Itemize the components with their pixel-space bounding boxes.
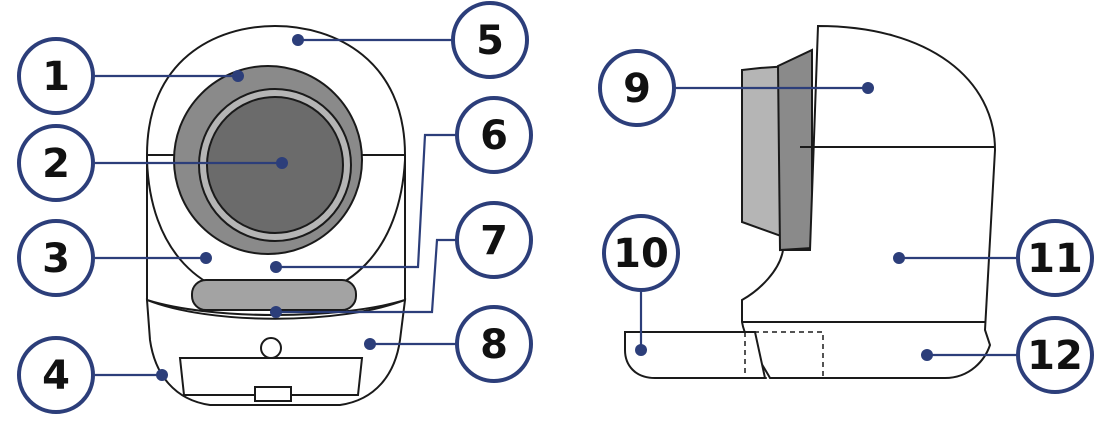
callout-4-label: 4	[42, 353, 70, 399]
callout-1-label: 1	[42, 54, 70, 100]
callout-3-label: 3	[42, 236, 70, 282]
dot-4	[156, 369, 168, 381]
dot-1	[232, 70, 244, 82]
front-slot	[191, 279, 357, 311]
callout-6: 6	[455, 96, 533, 174]
dot-9	[862, 82, 874, 94]
callout-3-circle	[17, 219, 95, 297]
callout-4-circle	[17, 336, 95, 414]
callout-12-circle	[1016, 316, 1094, 394]
callout-1-circle	[17, 37, 95, 115]
callout-10: 10	[602, 214, 680, 292]
callout-7-circle	[455, 201, 533, 279]
callout-12-label: 12	[1027, 333, 1083, 379]
side-drawer-hidden	[744, 331, 824, 379]
dot-3	[200, 252, 212, 264]
callout-9: 9	[598, 49, 676, 127]
callout-8: 8	[455, 305, 533, 383]
leader-6	[276, 133, 456, 269]
callout-5-label: 5	[476, 18, 504, 64]
front-drawer-handle	[254, 386, 292, 402]
callout-6-label: 6	[480, 113, 508, 159]
leader-dots	[156, 34, 933, 381]
callout-9-circle	[598, 49, 676, 127]
dot-5	[292, 34, 304, 46]
dot-11	[893, 252, 905, 264]
callout-7: 7	[455, 201, 533, 279]
dot-8	[364, 338, 376, 350]
callout-11-label: 11	[1027, 236, 1083, 282]
front-button	[260, 337, 282, 359]
callouts: 1 2 3 4 5 6 7 8	[17, 1, 1094, 414]
front-view	[145, 24, 407, 406]
callout-2: 2	[17, 124, 95, 202]
side-view	[624, 24, 997, 379]
entry-window	[206, 96, 344, 234]
front-drawer	[178, 357, 364, 396]
side-hood-inner	[776, 48, 813, 252]
callout-5-circle	[451, 1, 529, 79]
dot-2	[276, 157, 288, 169]
callout-11-circle	[1016, 219, 1094, 297]
callout-11: 11	[1016, 219, 1094, 297]
callout-2-circle	[17, 124, 95, 202]
side-drawer	[624, 331, 767, 379]
callout-9-label: 9	[623, 66, 651, 112]
dot-7	[270, 306, 282, 318]
dot-12	[921, 349, 933, 361]
callout-6-circle	[455, 96, 533, 174]
dot-10	[635, 344, 647, 356]
callout-10-circle	[602, 214, 680, 292]
callout-5: 5	[451, 1, 529, 79]
callout-2-label: 2	[42, 141, 70, 187]
callout-3: 3	[17, 219, 95, 297]
callout-10-label: 10	[613, 231, 669, 277]
dot-6	[270, 261, 282, 273]
callout-12: 12	[1016, 316, 1094, 394]
callout-8-label: 8	[480, 322, 508, 368]
side-dome-body	[741, 24, 997, 379]
callout-8-circle	[455, 305, 533, 383]
leader-lines	[95, 38, 1017, 377]
callout-4: 4	[17, 336, 95, 414]
callout-1: 1	[17, 37, 95, 115]
leader-7	[276, 238, 456, 314]
callout-7-label: 7	[480, 218, 508, 264]
